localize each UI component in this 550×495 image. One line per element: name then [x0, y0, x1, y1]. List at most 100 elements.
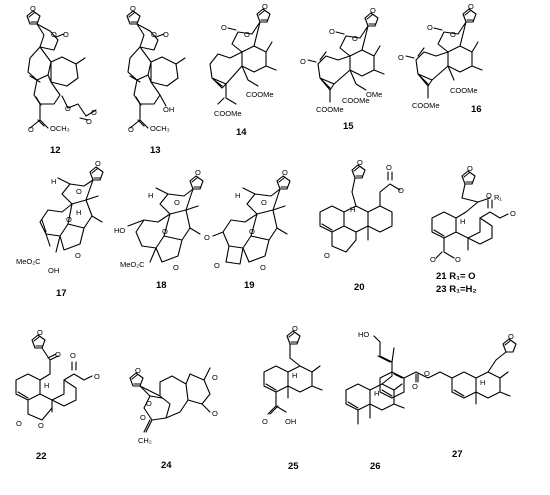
compound-18-structure: O O O H HO MeO₂C O 18	[114, 168, 203, 291]
compound-13-label-4: O	[128, 125, 134, 134]
compound-19-label-6: O	[214, 261, 220, 270]
compound-20-label-1: O	[357, 158, 363, 167]
compound-22-structure: O O H O O O O 22	[16, 328, 100, 462]
compound-15-label-7: COOMe	[316, 105, 344, 114]
compound-21-label-4: O	[486, 191, 492, 200]
compound-12-label-4: O	[28, 125, 34, 134]
compound-13-label-6: OH	[163, 105, 174, 114]
compound-22-label-4: O	[70, 351, 76, 360]
compound-17-id: 17	[56, 288, 67, 299]
compound-24-id: 24	[161, 460, 172, 471]
compound-24-label-4: O	[212, 373, 218, 382]
compound-18-label-3: O	[162, 227, 168, 236]
compound-15-id: 15	[343, 121, 354, 132]
compound-25-label-2: H	[292, 371, 297, 380]
compound-21-label-3: H	[460, 217, 465, 226]
compound-12-label-8: O	[86, 117, 92, 126]
compound-19-label-4: H	[235, 191, 240, 200]
compound-20-label-5: H	[350, 205, 355, 214]
compound-27-id: 27	[452, 449, 463, 460]
compound-25-label-4: OH	[285, 417, 296, 426]
compound-14-label-5: COOMe	[214, 109, 242, 118]
compound-13-label-1: O	[130, 4, 136, 13]
compound-14-label-4: COOMe	[246, 90, 274, 99]
compound-16-label-6: COOMe	[412, 101, 440, 110]
compound-12-label-3: O	[63, 30, 69, 39]
compound-16-label-1: O	[468, 2, 474, 11]
compound-17-label-2: O	[76, 187, 82, 196]
compound-15-label-4: O	[300, 57, 306, 66]
compound-22-label-6: O	[16, 419, 22, 428]
compound-25-label-1: O	[292, 324, 298, 333]
compound-16-label-2: O	[450, 30, 456, 39]
compound-15-label-1: O	[370, 6, 376, 15]
compound-18-label-7: O	[173, 263, 179, 272]
compound-26-label-2: H	[374, 389, 379, 398]
compound-24-label-3: O	[140, 413, 146, 422]
compound-17-label-6: MeO₂C	[16, 257, 41, 266]
compound-19-label-7: O	[260, 263, 266, 272]
compound-21-label-5: O	[510, 209, 516, 218]
compound-20-label-3: O	[398, 186, 404, 195]
compound-25-label-3: O	[262, 417, 268, 426]
compound-18-label-4: H	[148, 191, 153, 200]
compound-18-label-5: HO	[114, 226, 125, 235]
compound-17-label-4: H	[51, 177, 56, 186]
compound-19-label-5: O	[204, 233, 210, 242]
compound-17-label-5: H	[76, 208, 81, 217]
compound-22-label-2: O	[55, 350, 61, 359]
compound-18-label-2: O	[174, 198, 180, 207]
compound-19-label-3: O	[249, 227, 255, 236]
compound-24-label-5: O	[212, 409, 218, 418]
compound-22-label-5: O	[94, 372, 100, 381]
compound-16-label-3: O	[427, 23, 433, 32]
compound-16-label-4: O	[398, 53, 404, 62]
compound-18-label-1: O	[195, 168, 201, 177]
compound-15-structure: O O O O OMe COOMe COOMe 15	[300, 6, 384, 132]
compound-24-label-6: CH₂	[138, 436, 152, 445]
compound-26-structure: HO H 26	[346, 330, 404, 472]
compound-25-structure: O H O OH 25	[262, 324, 322, 472]
compound-20-structure: O O O O H 20	[320, 158, 404, 293]
compound-22-id: 22	[36, 451, 47, 462]
compound-14-id: 14	[236, 127, 247, 138]
compound-12-label-1: O	[30, 4, 36, 13]
compound-21-label-6: O	[430, 255, 436, 264]
compound-20-label-4: O	[324, 251, 330, 260]
compound-17-label-7: OH	[48, 266, 59, 275]
compound-13-structure: O O O O OCH₃ OH 13	[127, 4, 185, 156]
compound-27-label-3: O	[424, 369, 430, 378]
compound-12-label-7: O	[91, 108, 97, 117]
compound-16-id: 16	[471, 104, 482, 115]
compound-20-id: 20	[354, 282, 365, 293]
compound-26-label-1: HO	[358, 330, 369, 339]
compound-21-label-1: O	[467, 164, 473, 173]
compound-24-structure: O O O O O CH₂ 24	[130, 366, 218, 471]
compound-23-caption: 23 R₁=H₂	[436, 284, 477, 295]
compound-17-label-8: O	[75, 251, 81, 260]
compound-21-label-2: R₁	[494, 193, 502, 202]
compound-25-id: 25	[288, 461, 299, 472]
compound-18-id: 18	[156, 280, 167, 291]
compound-15-label-6: COOMe	[342, 96, 370, 105]
compound-17-label-3: O	[66, 215, 72, 224]
compound-19-id: 19	[244, 280, 255, 291]
compound-12-label-2: O	[51, 30, 57, 39]
compound-17-label-1: O	[95, 159, 101, 168]
compound-15-label-3: O	[329, 27, 335, 36]
compound-27-label-4: O	[412, 382, 418, 391]
compound-24-label-2: O	[146, 399, 152, 408]
compound-15-label-2: O	[352, 34, 358, 43]
compound-12-id: 12	[50, 145, 61, 156]
compound-14-label-3: O	[221, 23, 227, 32]
compound-21-caption: 21 R₁= O	[436, 271, 476, 282]
compound-22-label-1: O	[37, 328, 43, 337]
compound-19-structure: O O O H O O O 19	[204, 168, 290, 291]
compound-22-label-7: O	[38, 421, 44, 430]
compound-19-label-2: O	[261, 198, 267, 207]
compound-15-label-5: OMe	[366, 90, 382, 99]
compound-12-structure: O O O O OCH₃ O O O 12	[27, 4, 97, 156]
compound-13-label-3: O	[163, 30, 169, 39]
